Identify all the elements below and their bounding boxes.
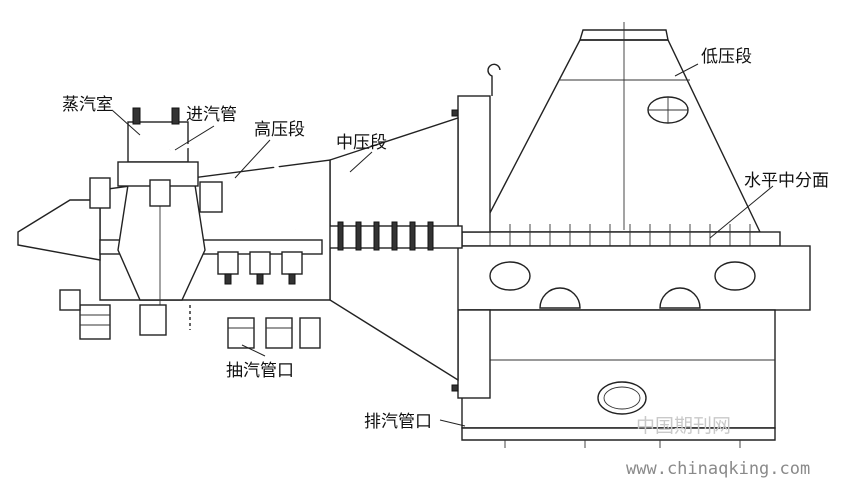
label-inlet-pipe: 进汽管: [186, 105, 237, 125]
label-exhaust-port: 排汽管口: [364, 412, 432, 432]
label-extraction-port: 抽汽管口: [226, 361, 294, 381]
label-lp-section: 低压段: [701, 47, 752, 67]
leader-lines: [111, 63, 774, 427]
ip-casing: [321, 117, 463, 382]
lp-casing: [431, 22, 811, 448]
callout-labels: 蒸汽室 进汽管 高压段 中压段 低压段 水平中分面 抽汽管口 排汽管口: [62, 47, 829, 432]
label-ip-section: 中压段: [336, 133, 387, 153]
watermark-cn: 中国期刊网: [636, 415, 731, 437]
hp-casing: [17, 107, 331, 349]
watermark: 中国期刊网 www.chinaqking.com: [626, 415, 810, 479]
label-steam-chest: 蒸汽室: [62, 95, 113, 115]
label-horizontal-joint: 水平中分面: [744, 171, 829, 191]
label-hp-section: 高压段: [254, 120, 305, 140]
watermark-url: www.chinaqking.com: [626, 459, 810, 479]
